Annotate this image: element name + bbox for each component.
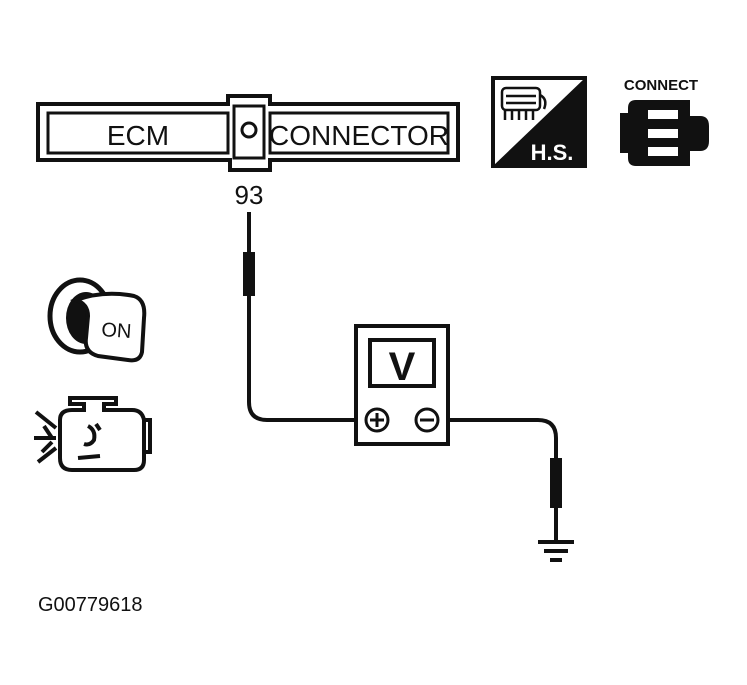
voltmeter: V xyxy=(354,324,450,446)
figure-id: G00779618 xyxy=(38,594,143,616)
ground-icon xyxy=(538,540,574,562)
voltmeter-display: V xyxy=(389,345,416,389)
positive-probe xyxy=(243,252,255,296)
pin-number-label: 93 xyxy=(235,180,264,210)
connect-badge: CONNECT xyxy=(620,77,709,166)
plug-connector-icon xyxy=(620,100,709,166)
ignition-key-label: ON xyxy=(101,319,132,343)
connector-ecm-label: ECM xyxy=(107,120,169,151)
positive-lead xyxy=(243,212,356,422)
negative-probe xyxy=(550,458,562,508)
connector-name-label: CONNECTOR xyxy=(269,120,449,151)
connector-latch-icon xyxy=(240,121,258,139)
harness-connector-icon xyxy=(500,86,547,120)
negative-lead xyxy=(448,418,574,562)
ignition-key-icon: ON xyxy=(47,277,147,363)
engine-icon xyxy=(34,396,152,472)
hs-badge-text: H.S. xyxy=(531,140,574,165)
harness-side-badge: H.S. xyxy=(491,76,587,168)
ecm-connector: ECM CONNECTOR xyxy=(36,94,460,172)
connect-badge-title: CONNECT xyxy=(624,77,698,94)
